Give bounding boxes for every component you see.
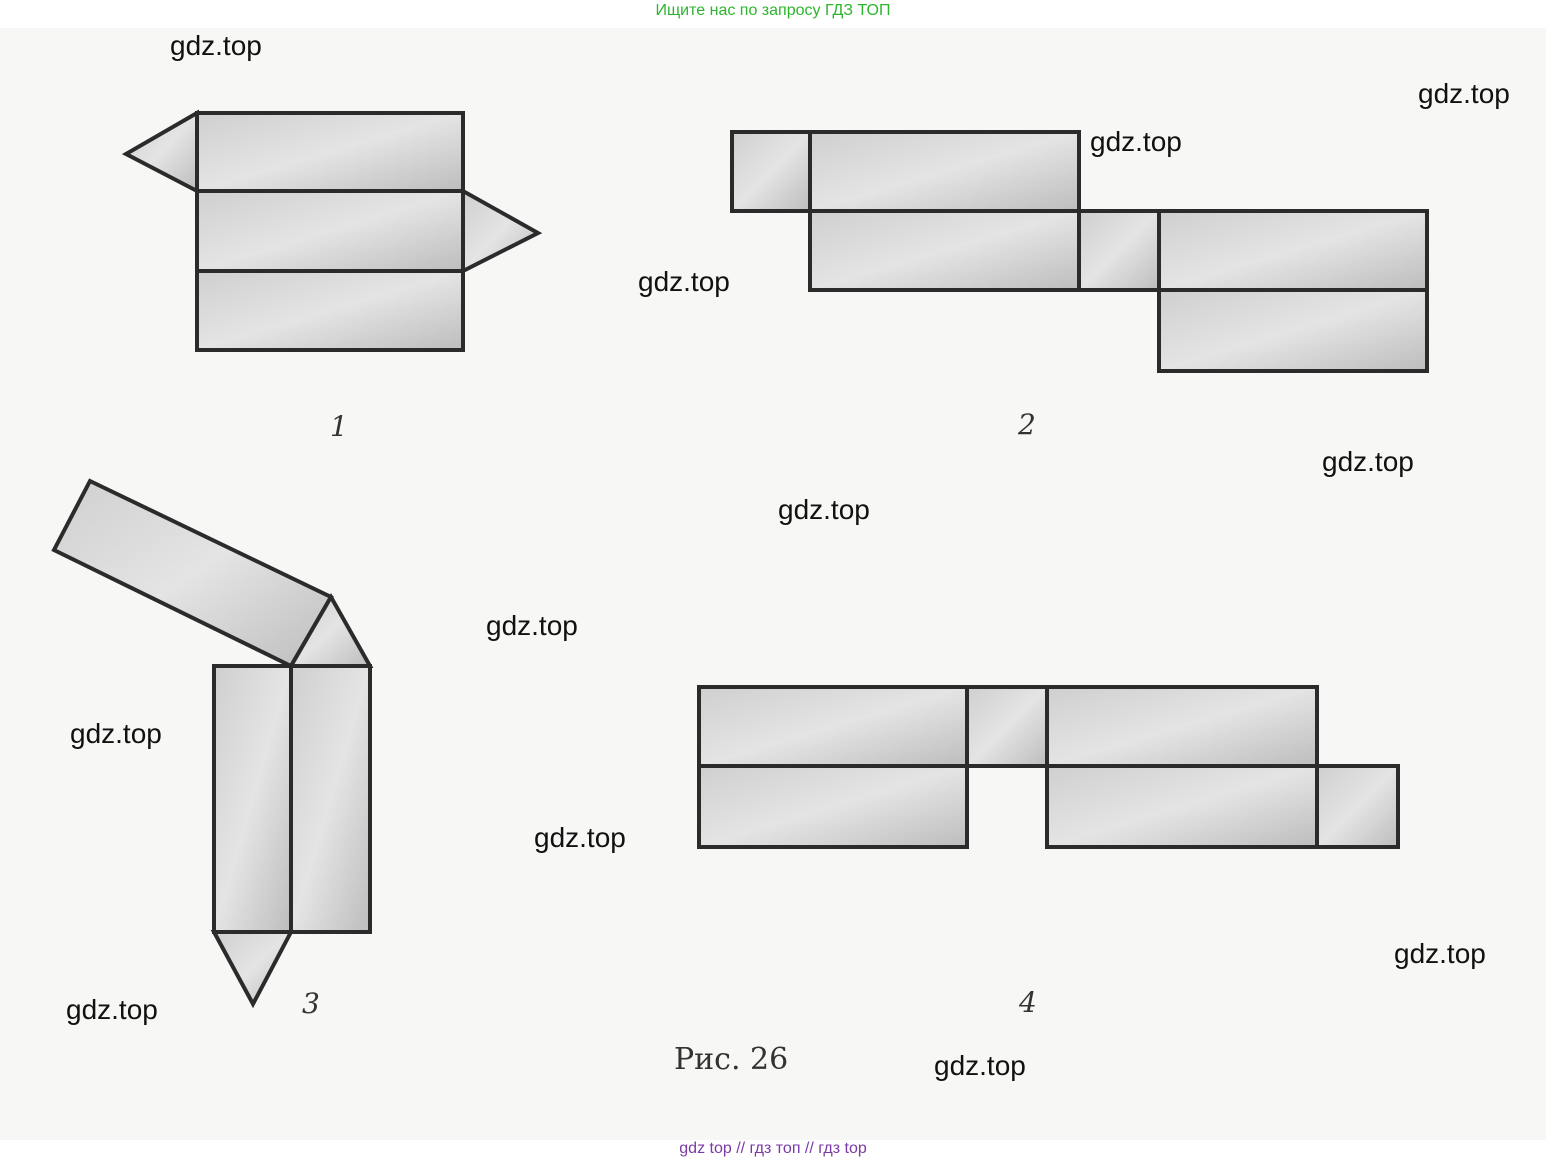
net-1-face-top [195, 111, 465, 193]
watermark: gdz.top [70, 718, 162, 749]
net-2-face-top [808, 130, 1081, 213]
top-banner[interactable]: Ищите нас по запросу ГДЗ ТОП [655, 2, 891, 19]
figure-label-4: 4 [1019, 986, 1037, 1019]
net-2 [730, 130, 1429, 373]
figure-caption: Рис. 26 [674, 1042, 789, 1077]
net-4-small-top [965, 685, 1049, 768]
net-2-small-top [730, 130, 812, 213]
watermark: gdz.top [1322, 446, 1414, 477]
net-1-triangle-right [461, 187, 543, 275]
net-4-face-top-right [1045, 685, 1319, 768]
bottom-banner[interactable]: gdz top // гдз топ // гдз top [679, 1140, 867, 1157]
net-1-face-bottom [195, 269, 465, 352]
watermark: gdz.top [1394, 938, 1486, 969]
net-1-triangle-left [121, 109, 199, 195]
net-3-triangle-bottom [210, 930, 295, 1009]
net-2-face-bottom [1157, 288, 1429, 373]
watermark: gdz.top [1090, 126, 1182, 157]
watermark: gdz.top [486, 610, 578, 641]
net-4-face-bottom-left [697, 764, 969, 849]
watermark: gdz.top [638, 266, 730, 297]
net-4-small-bottom [1315, 764, 1400, 849]
net-4 [697, 685, 1400, 849]
net-3 [51, 478, 374, 1009]
figure-label-3: 3 [302, 987, 320, 1020]
watermark: gdz.top [170, 30, 262, 61]
net-2-face-middle-right [1157, 209, 1429, 292]
watermark: gdz.top [66, 994, 158, 1025]
net-4-face-top [697, 685, 969, 768]
net-2-face-middle-left [808, 209, 1081, 292]
net-3-face-right [289, 664, 372, 934]
figure-label-1: 1 [330, 410, 348, 443]
watermark: gdz.top [778, 494, 870, 525]
watermark: gdz.top [934, 1050, 1026, 1081]
net-4-face-bottom-right [1045, 764, 1319, 849]
net-3-tilted-face [51, 478, 334, 669]
watermark: gdz.top [1418, 78, 1510, 109]
net-1 [121, 109, 543, 352]
watermark: gdz.top [534, 822, 626, 853]
figure-label-2: 2 [1018, 408, 1036, 441]
net-1-face-middle [195, 189, 465, 273]
net-2-small-middle [1077, 209, 1161, 292]
net-3-face-left [212, 664, 293, 934]
